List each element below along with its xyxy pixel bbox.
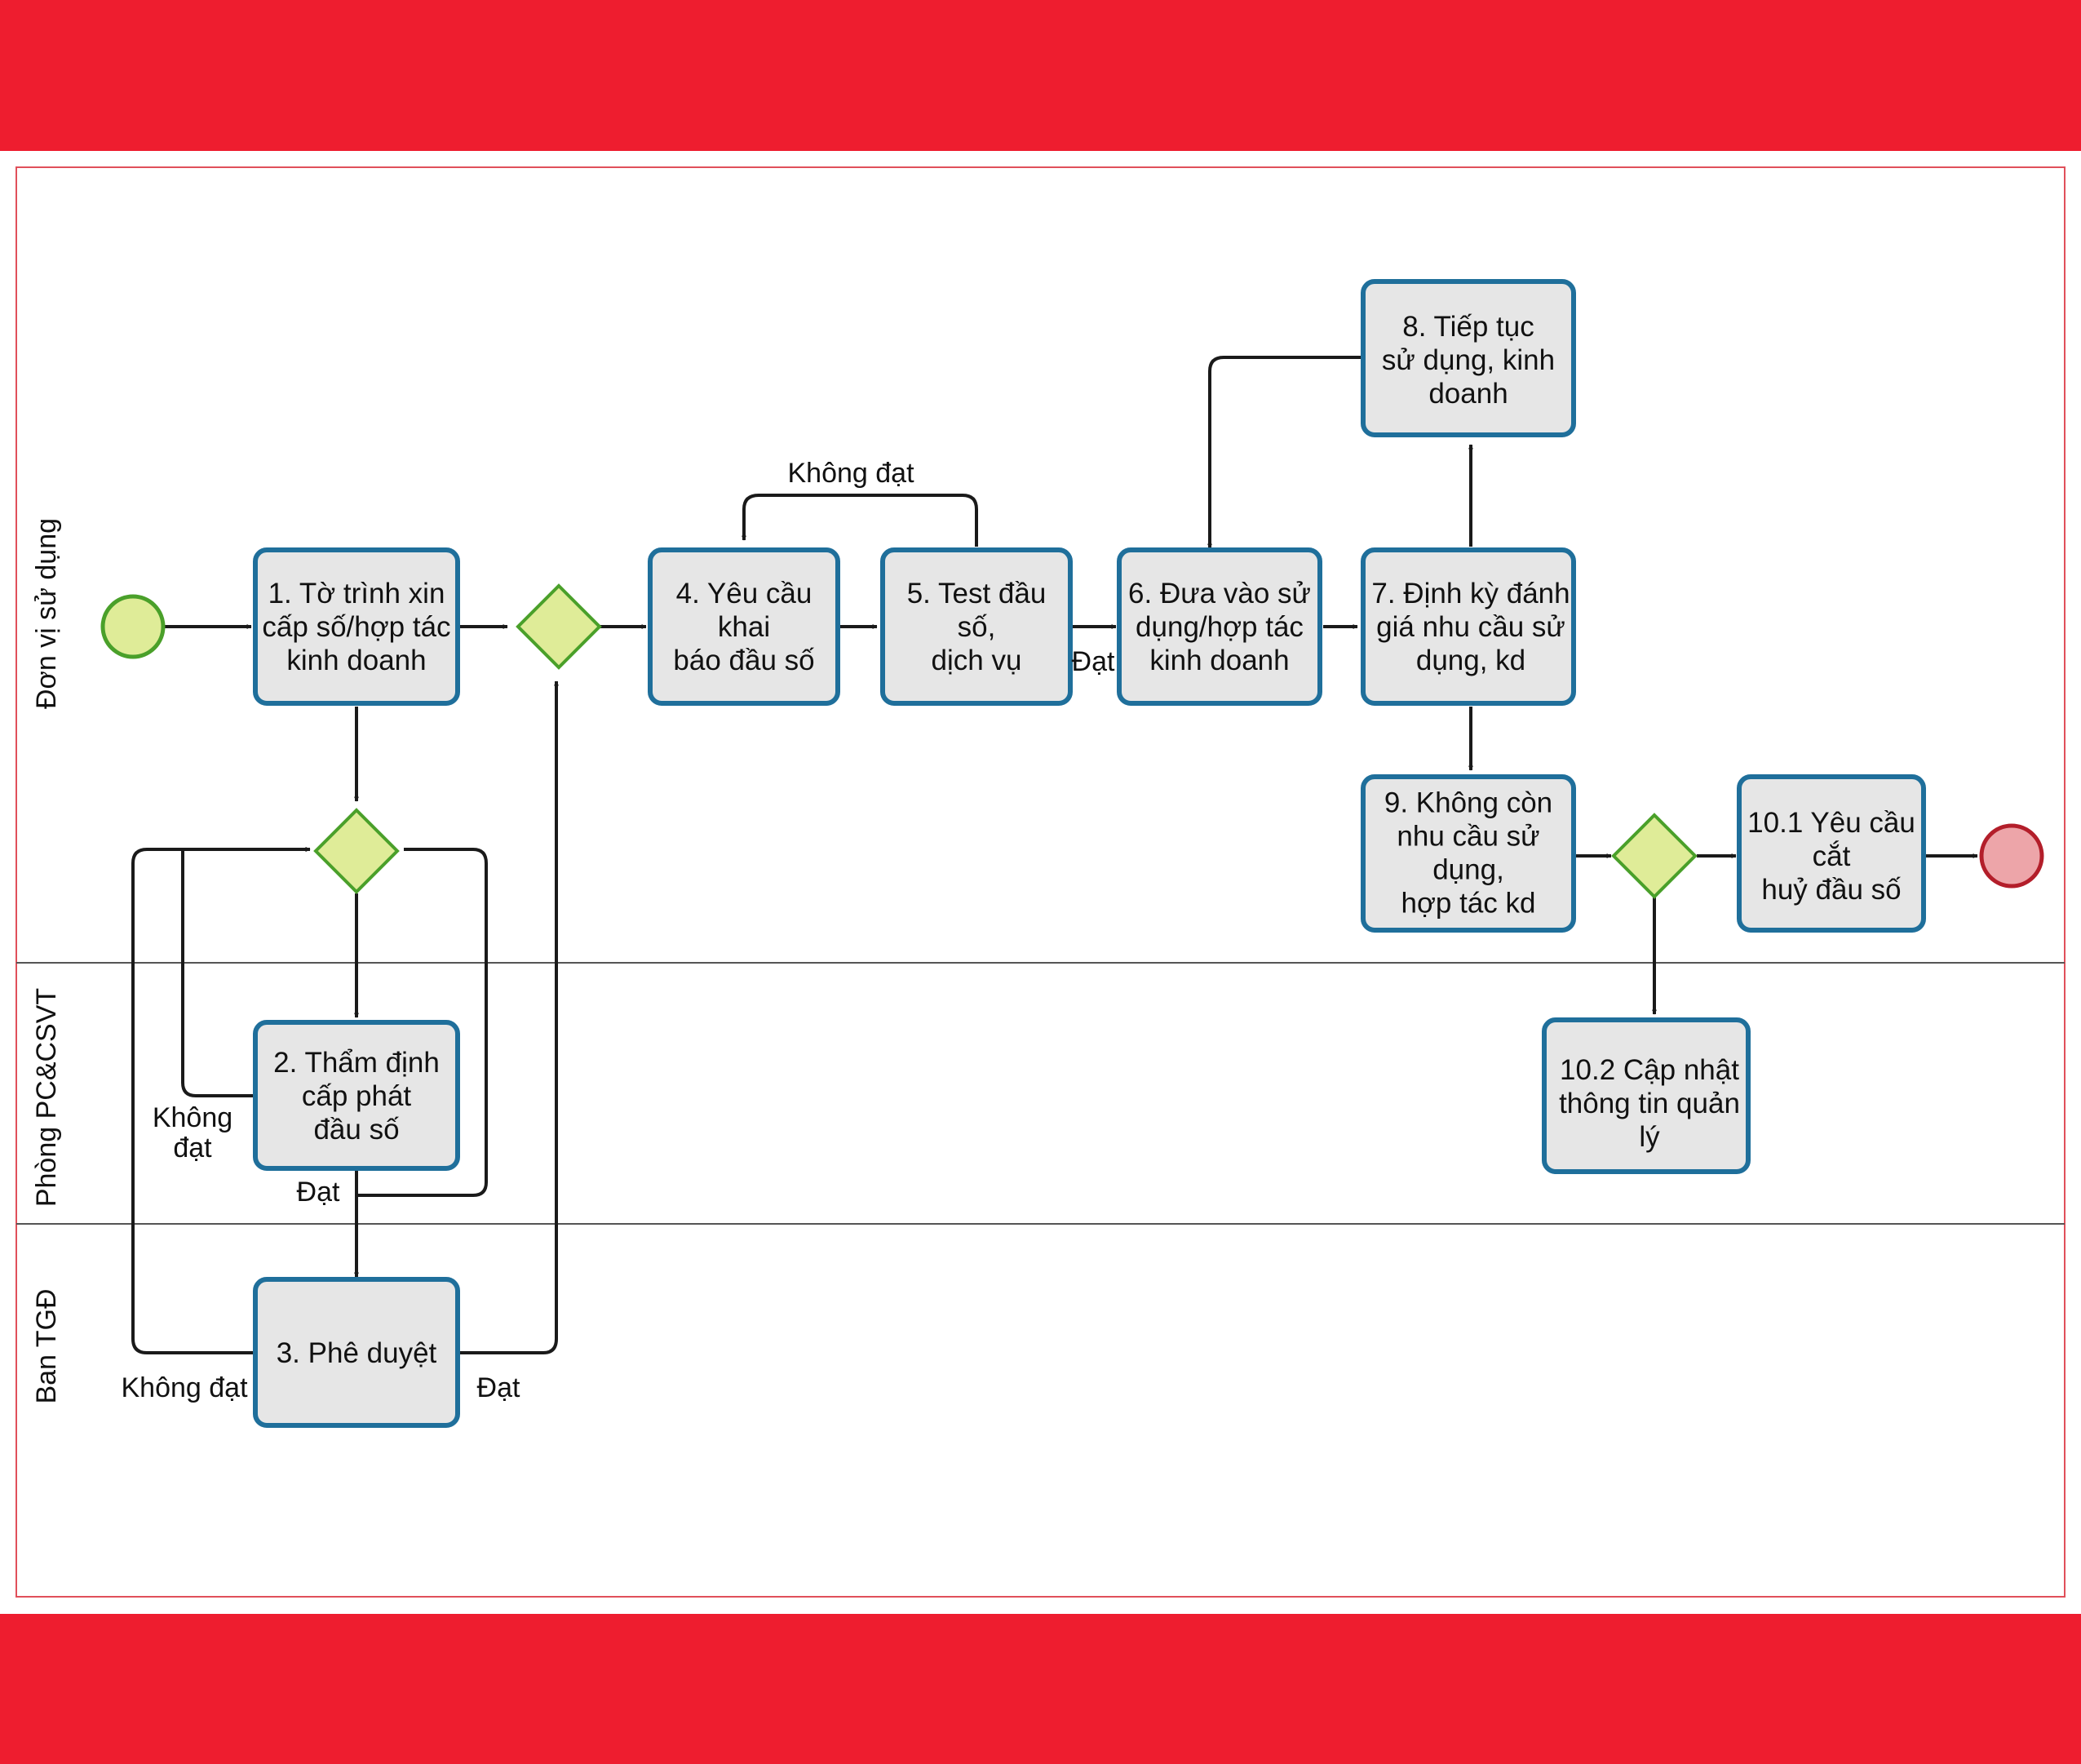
gateway-1	[516, 583, 602, 670]
edge-t2-dat-to-g2	[356, 848, 488, 1197]
task-label-line: cấp số/hợp tác	[262, 611, 450, 643]
edge-labels: Không đạt Đạt Không đạt Đạt Không đạt Đạ…	[121, 458, 1115, 1403]
lane-label-phong-pc-csvt: Phòng PC&CSVT	[31, 988, 62, 1207]
label-dat-t5-t6: Đạt	[1072, 646, 1115, 677]
task-label-line: cắt	[1813, 840, 1851, 872]
task-label-line: sử dụng, kinh	[1382, 344, 1555, 376]
task-label-line: 8. Tiếp tục	[1402, 311, 1534, 343]
task-label-line: 9. Không còn	[1384, 787, 1552, 819]
task-3-phe-duyet[interactable]: 3. Phê duyệt	[253, 1277, 460, 1428]
lane-label-ban-tgd: Ban TGĐ	[31, 1288, 62, 1403]
task-label-line: kinh doanh	[1149, 645, 1289, 676]
task-label-line: 6. Đưa vào sử	[1128, 578, 1311, 609]
label-khong-dat-t2-line2: đạt	[173, 1132, 212, 1163]
task-label-line: báo đầu số	[673, 645, 814, 676]
task-label-line: 10.1 Yêu cầu	[1747, 807, 1915, 839]
task-label-line: số,	[958, 611, 996, 643]
task-label-line: dụng/hợp tác	[1136, 611, 1304, 643]
label-dat-t3: Đạt	[477, 1372, 520, 1403]
task-label-line: dụng,	[1432, 854, 1504, 886]
lane-label-don-vi-su-dung: Đơn vị sử dụng	[31, 518, 62, 709]
task-label-line: dịch vụ	[932, 645, 1022, 676]
edge-t5-loop-to-t4	[742, 494, 978, 547]
gateway-3	[1611, 813, 1698, 899]
edge-t8-to-t6	[1207, 356, 1361, 549]
task-label-line: khai	[718, 611, 770, 643]
task-label-line: cấp phát	[302, 1080, 412, 1112]
top-red-band	[0, 0, 2081, 151]
bottom-red-band	[0, 1614, 2081, 1764]
task-label-line: 4. Yêu cầu	[676, 578, 812, 609]
label-dat-t2: Đạt	[297, 1177, 340, 1208]
lane-ban-tgd: Ban TGĐ	[31, 1288, 62, 1403]
end-event	[1979, 823, 2044, 889]
edge-t3-dat-to-g1	[460, 680, 559, 1354]
label-khong-dat-t2-line1: Không	[153, 1102, 232, 1133]
edge-t2-khong-dat-to-g2	[181, 847, 311, 1097]
task-label-line: lý	[1639, 1121, 1660, 1153]
label-khong-dat-loop: Không đạt	[787, 458, 914, 489]
edge-t3-khong-dat-to-g2	[131, 847, 311, 1354]
task-label-line: thông tin quản	[1559, 1088, 1740, 1119]
connectors	[131, 356, 1978, 1354]
task-label-line: doanh	[1428, 378, 1508, 410]
lane-don-vi-su-dung: Đơn vị sử dụng	[31, 518, 62, 709]
task-label-line: 5. Test đầu	[907, 578, 1047, 609]
task-label-line: giá nhu cầu sử	[1376, 611, 1565, 643]
task-label-line: hợp tác kd	[1401, 888, 1536, 920]
gateway-2	[313, 808, 400, 894]
label-khong-dat-t3: Không đạt	[121, 1372, 248, 1403]
task-label-line: 2. Thẩm định	[273, 1047, 440, 1079]
task-label-line: dụng, kd	[1416, 645, 1525, 676]
task-label-line: kinh doanh	[286, 645, 426, 676]
task-label-line: nhu cầu sử	[1397, 821, 1539, 853]
task-label-line: 1. Tờ trình xin	[268, 578, 445, 609]
task-label-line: huỷ đầu số	[1761, 874, 1901, 906]
task-label-line: 10.2 Cập nhật	[1560, 1054, 1739, 1086]
task-label-line: 7. Định kỳ đánh	[1371, 578, 1570, 609]
task-label-line: 3. Phê duyệt	[277, 1337, 437, 1369]
lane-phong-pc-csvt: Phòng PC&CSVT	[31, 988, 62, 1207]
task-label-line: đầu số	[313, 1114, 399, 1146]
start-event	[100, 594, 166, 659]
